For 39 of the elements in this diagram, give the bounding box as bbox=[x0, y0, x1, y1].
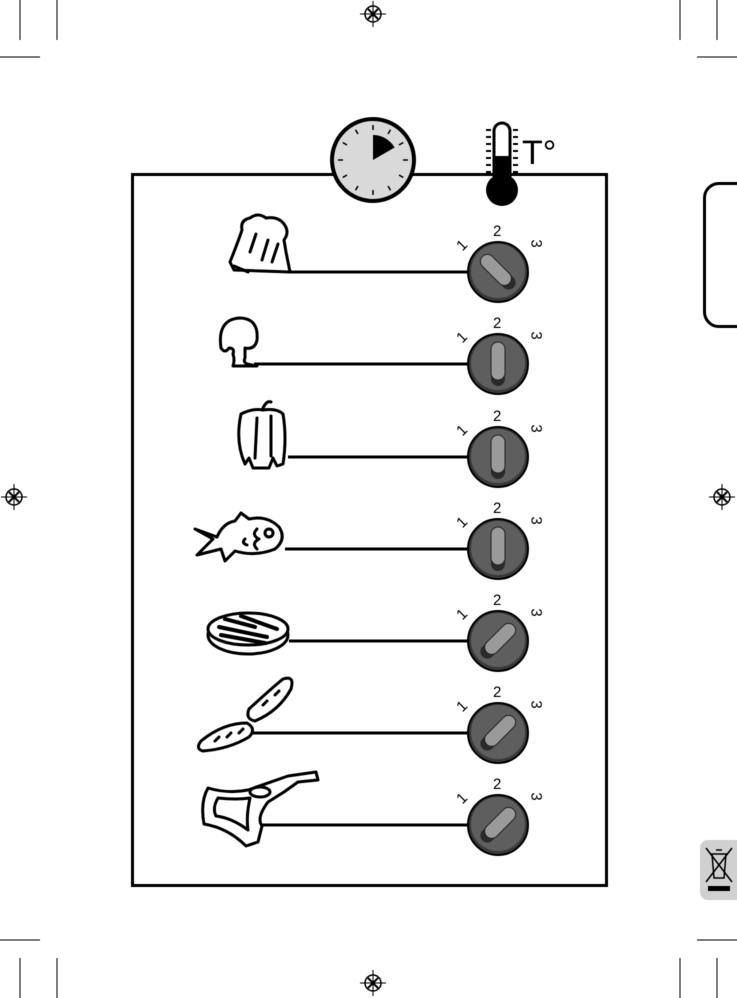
temperature-label: T° bbox=[522, 136, 556, 170]
position-number: 1 bbox=[454, 790, 470, 807]
position-number: 2 bbox=[493, 316, 502, 331]
position-number: 3 bbox=[528, 239, 544, 248]
position-number: 3 bbox=[528, 700, 544, 709]
position-number: 3 bbox=[528, 331, 544, 340]
position-number: 1 bbox=[454, 329, 470, 346]
position-number: 1 bbox=[454, 514, 470, 531]
connector-line bbox=[288, 456, 468, 458]
steak-drawing bbox=[198, 768, 322, 848]
position-number: 1 bbox=[454, 698, 470, 715]
control-knob bbox=[466, 240, 530, 304]
position-number: 2 bbox=[493, 409, 502, 424]
position-number: 2 bbox=[493, 593, 502, 608]
mushroom-drawing bbox=[217, 314, 259, 368]
position-number: 2 bbox=[493, 501, 502, 516]
control-knob bbox=[466, 332, 530, 396]
connector-line bbox=[285, 548, 468, 550]
position-number: 2 bbox=[493, 224, 502, 239]
control-knob bbox=[466, 425, 530, 489]
control-knob bbox=[466, 609, 530, 673]
connector-line bbox=[254, 362, 468, 366]
connector-line bbox=[262, 824, 468, 826]
position-number: 3 bbox=[528, 516, 544, 525]
position-number: 3 bbox=[528, 792, 544, 801]
control-knob bbox=[466, 517, 530, 581]
position-number: 2 bbox=[493, 777, 502, 792]
toast-drawing bbox=[228, 212, 292, 276]
position-number: 3 bbox=[528, 608, 544, 617]
control-knob bbox=[466, 701, 530, 765]
position-number: 1 bbox=[454, 606, 470, 623]
position-number: 1 bbox=[454, 422, 470, 439]
position-number: 1 bbox=[454, 237, 470, 254]
position-number: 3 bbox=[528, 424, 544, 433]
position-number: 2 bbox=[493, 685, 502, 700]
connector-line bbox=[252, 732, 468, 734]
connector-line bbox=[290, 270, 468, 274]
connector-line bbox=[289, 640, 468, 642]
control-knob bbox=[466, 793, 530, 857]
